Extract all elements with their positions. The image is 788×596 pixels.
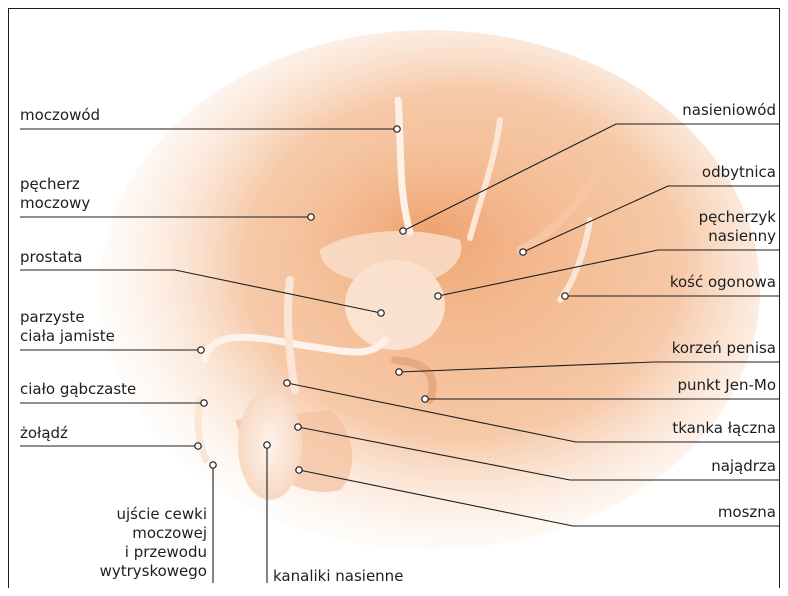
label-spongy: ciało gąbczaste — [20, 380, 136, 399]
dot-root — [396, 369, 402, 375]
label-vesicle: pęcherzyk nasienny — [699, 208, 776, 246]
dot-epididymis — [295, 424, 301, 430]
label-glans: żołądź — [20, 424, 68, 443]
label-rectum: odbytnica — [702, 163, 776, 182]
label-bladder: pęcherz moczowy — [20, 175, 90, 213]
label-epididymis: najądrza — [711, 457, 776, 476]
label-ureter: moczowód — [20, 106, 100, 125]
dot-ureter — [394, 126, 400, 132]
dot-coccyx — [562, 293, 568, 299]
dot-spongy — [201, 400, 207, 406]
dot-urethra-opening — [210, 462, 216, 468]
dot-bladder — [308, 214, 314, 220]
dot-prostate — [378, 310, 384, 316]
dot-vesicle — [435, 293, 441, 299]
label-corpora: parzyste ciała jamiste — [20, 308, 115, 346]
dot-rectum — [520, 249, 526, 255]
dot-glans — [195, 443, 201, 449]
dot-jenmo — [422, 396, 428, 402]
dot-tubules — [264, 442, 270, 448]
label-root: korzeń penisa — [672, 339, 776, 358]
label-coccyx: kość ogonowa — [670, 273, 776, 292]
label-prostate: prostata — [20, 248, 83, 267]
label-tissue: tkanka łączna — [672, 419, 776, 438]
dot-tissue — [284, 380, 290, 386]
label-tubules: kanaliki nasienne — [273, 567, 403, 586]
dot-scrotum — [296, 467, 302, 473]
label-vas: nasieniowód — [682, 101, 776, 120]
label-scrotum: moszna — [718, 503, 776, 522]
dot-vas — [400, 228, 406, 234]
label-urethra-opening: ujście cewki moczowej i przewodu wytrysk… — [100, 505, 207, 581]
dot-corpora — [198, 347, 204, 353]
label-jenmo: punkt Jen-Mo — [677, 376, 776, 395]
